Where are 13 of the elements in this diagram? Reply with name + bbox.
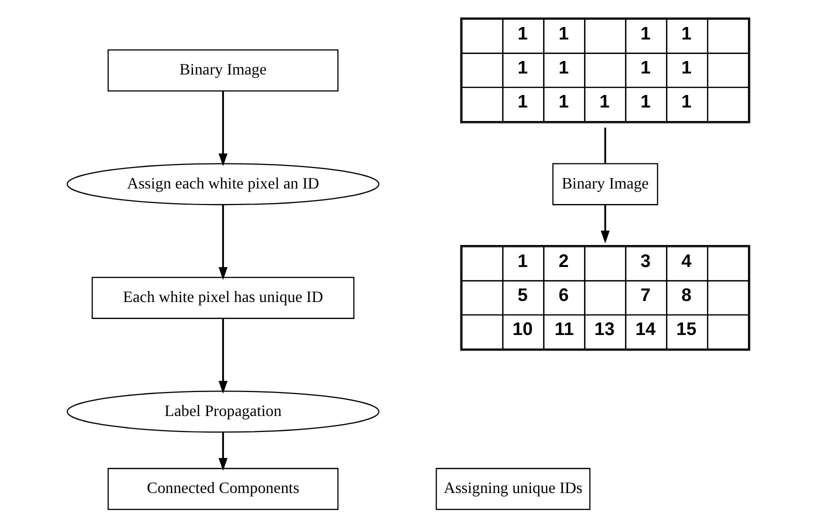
connector (604, 127, 606, 163)
node-box: Each white pixel has unique ID (91, 276, 354, 318)
arrow (218, 432, 228, 470)
node-ellipse: Label Propagation (66, 390, 379, 432)
arrow (218, 90, 228, 166)
arrow (218, 318, 228, 394)
node-ellipse: Assign each white pixel an ID (66, 162, 379, 205)
arrow (218, 204, 228, 280)
node-box: Assigning unique IDs (435, 467, 590, 510)
node-box: Binary Image (107, 48, 338, 91)
arrow (600, 204, 610, 243)
node-box: Binary Image (552, 162, 658, 205)
node-box: Connected Components (107, 467, 338, 510)
